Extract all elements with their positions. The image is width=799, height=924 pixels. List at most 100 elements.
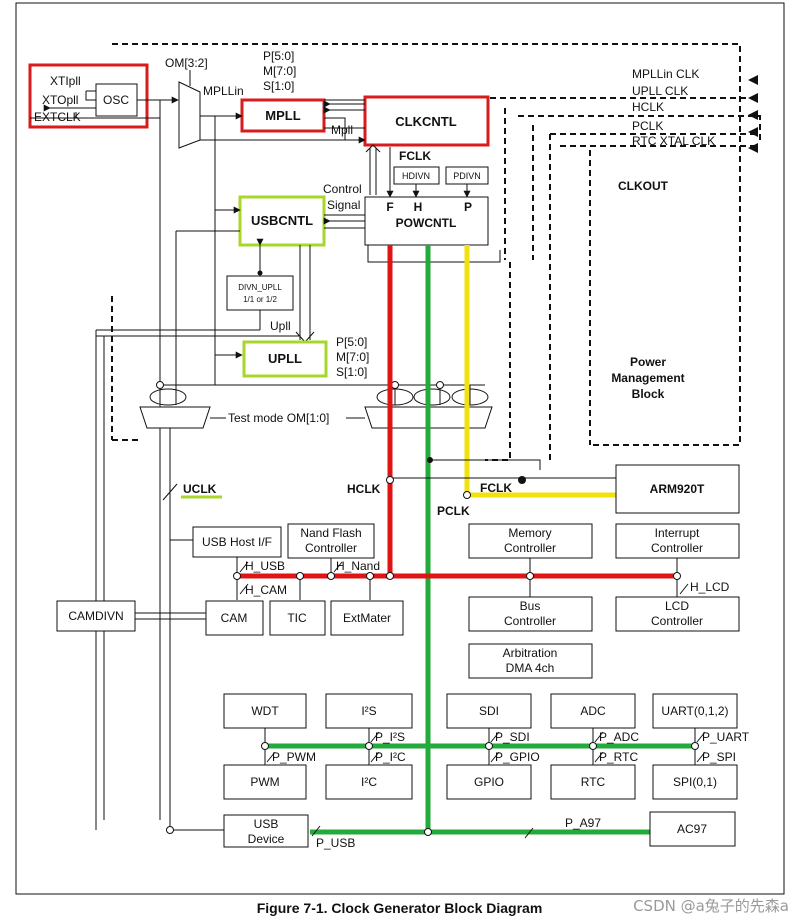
- pow-f-label: F: [386, 200, 393, 214]
- powcntl-label: POWCNTL: [396, 216, 457, 230]
- nand-flash-block: [287, 523, 375, 559]
- hdivn-label: HDIVN: [402, 171, 430, 181]
- clkcntl-block: [363, 95, 490, 147]
- lcd-controller-label: LCD: [665, 599, 689, 613]
- extmater-label: ExtMater: [343, 611, 391, 625]
- test-mode-mux-left: [139, 406, 211, 429]
- p-usb-label: P_USB: [316, 836, 355, 850]
- ac97-label: AC97: [677, 822, 707, 836]
- usb-device-label: Device: [248, 832, 285, 846]
- adc-block: [550, 693, 636, 729]
- mpll-label: MPLL: [265, 108, 300, 123]
- upll-param: S[1:0]: [336, 365, 367, 379]
- bus-controller-label: Controller: [504, 614, 556, 628]
- memory-controller-label: Memory: [508, 526, 551, 540]
- spi-block: [652, 764, 738, 800]
- clkout-signal-label: UPLL CLK: [632, 84, 688, 98]
- extmater-block: [330, 600, 404, 636]
- gpio-label: GPIO: [474, 775, 504, 789]
- p-adc-label: P_ADC: [599, 730, 639, 744]
- clkout-signal-label: HCLK: [632, 100, 664, 114]
- h-usb-label: H_USB: [245, 559, 285, 573]
- upll-block: [242, 340, 328, 378]
- pow-h-label: H: [414, 200, 423, 214]
- uclk-label: UCLK: [183, 482, 217, 496]
- junction-circle: [391, 381, 399, 389]
- p-spi-label: P_SPI: [702, 750, 736, 764]
- fclk-top-label: FCLK: [399, 149, 431, 163]
- pow-p-label: P: [464, 200, 472, 214]
- p-rtc-label: P_RTC: [599, 750, 638, 764]
- pwm-block: [223, 764, 307, 800]
- p-gpio-label: P_GPIO: [495, 750, 540, 764]
- uart-block: [652, 693, 738, 729]
- lcd-controller-block: [615, 596, 740, 632]
- junction-dot: [427, 457, 433, 463]
- i2c-block: [325, 764, 413, 800]
- om32-label: OM[3:2]: [165, 56, 208, 70]
- mpll-output-label: Mpll: [331, 123, 353, 137]
- camdivn-block: [56, 600, 136, 632]
- i2c-label: I²C: [361, 775, 377, 789]
- apb-slashes: [266, 731, 706, 763]
- tic-block: [269, 600, 326, 636]
- interrupt-controller-label: Controller: [651, 541, 703, 555]
- powcntl-block: [364, 196, 489, 246]
- ahb-slashes: [239, 561, 689, 595]
- rtc-label: RTC: [581, 775, 606, 789]
- junction-circle: [166, 826, 174, 834]
- usbcntl-block: [238, 195, 326, 247]
- p-sdi-label: P_SDI: [495, 730, 530, 744]
- arbitration-label: Arbitration: [503, 646, 558, 660]
- h-nand-label: H_Nand: [336, 559, 380, 573]
- nand-flash-label: Controller: [305, 541, 357, 555]
- junction-dot: [518, 476, 526, 484]
- xtipll-label: XTIpll: [50, 74, 81, 88]
- uclk-slash: [162, 483, 178, 501]
- osc-region-red-box: [28, 63, 149, 129]
- pclk-label: PCLK: [437, 504, 470, 518]
- p-i2c-label: P_I²C: [375, 750, 406, 764]
- clkcntl-label: CLKCNTL: [395, 114, 456, 129]
- dashed-clkout-lines: [111, 43, 761, 461]
- ahb-junctions: [233, 572, 681, 580]
- arm-wires: [169, 428, 616, 830]
- bus-controller-label: Bus: [520, 599, 541, 613]
- ac97-block: [649, 811, 736, 847]
- junction-dot: [257, 270, 263, 276]
- bus-controller-block: [468, 596, 593, 632]
- h-lcd-label: H_LCD: [690, 580, 730, 594]
- upll-line-label: Upll: [270, 319, 291, 333]
- clkout-signal-label: RTC XTAL CLK: [632, 134, 715, 148]
- mpllin-label: MPLLin: [203, 84, 244, 98]
- mpll-param: P[5:0]: [263, 49, 294, 63]
- interrupt-controller-label: Interrupt: [655, 526, 700, 540]
- test-mode-label-bg: [226, 409, 346, 425]
- divn-upll-block: [226, 275, 294, 311]
- tic-label: TIC: [287, 611, 307, 625]
- spi-label: SPI(0,1): [673, 775, 717, 789]
- junction-circle: [156, 381, 164, 389]
- osc-label: OSC: [103, 93, 129, 107]
- cam-block: [205, 600, 264, 636]
- arm920t-block: [615, 464, 740, 514]
- test-mode-ovals: [149, 388, 489, 406]
- power-management-label: Management: [611, 371, 684, 385]
- divn-upll-label: 1/1 or 1/2: [243, 295, 277, 304]
- extclk-label: EXTCLK: [34, 110, 81, 124]
- usb-device-label: USB: [254, 817, 279, 831]
- p-pwm-label: P_PWM: [272, 750, 316, 764]
- power-management-label: Power: [630, 355, 666, 369]
- upll-return-wire: [95, 329, 300, 830]
- control-signal-label: Control: [323, 182, 362, 196]
- memory-controller-block: [468, 523, 593, 559]
- junction-circle: [424, 828, 432, 836]
- lcd-controller-label: Controller: [651, 614, 703, 628]
- usb-device-block: [223, 814, 309, 848]
- divn-upll-label: DIVN_UPLL: [238, 283, 282, 292]
- memory-controller-label: Controller: [504, 541, 556, 555]
- usbcntl-wires: [175, 206, 501, 390]
- junction-circle: [386, 476, 394, 484]
- sdi-label: SDI: [479, 704, 499, 718]
- i2s-block: [325, 693, 413, 729]
